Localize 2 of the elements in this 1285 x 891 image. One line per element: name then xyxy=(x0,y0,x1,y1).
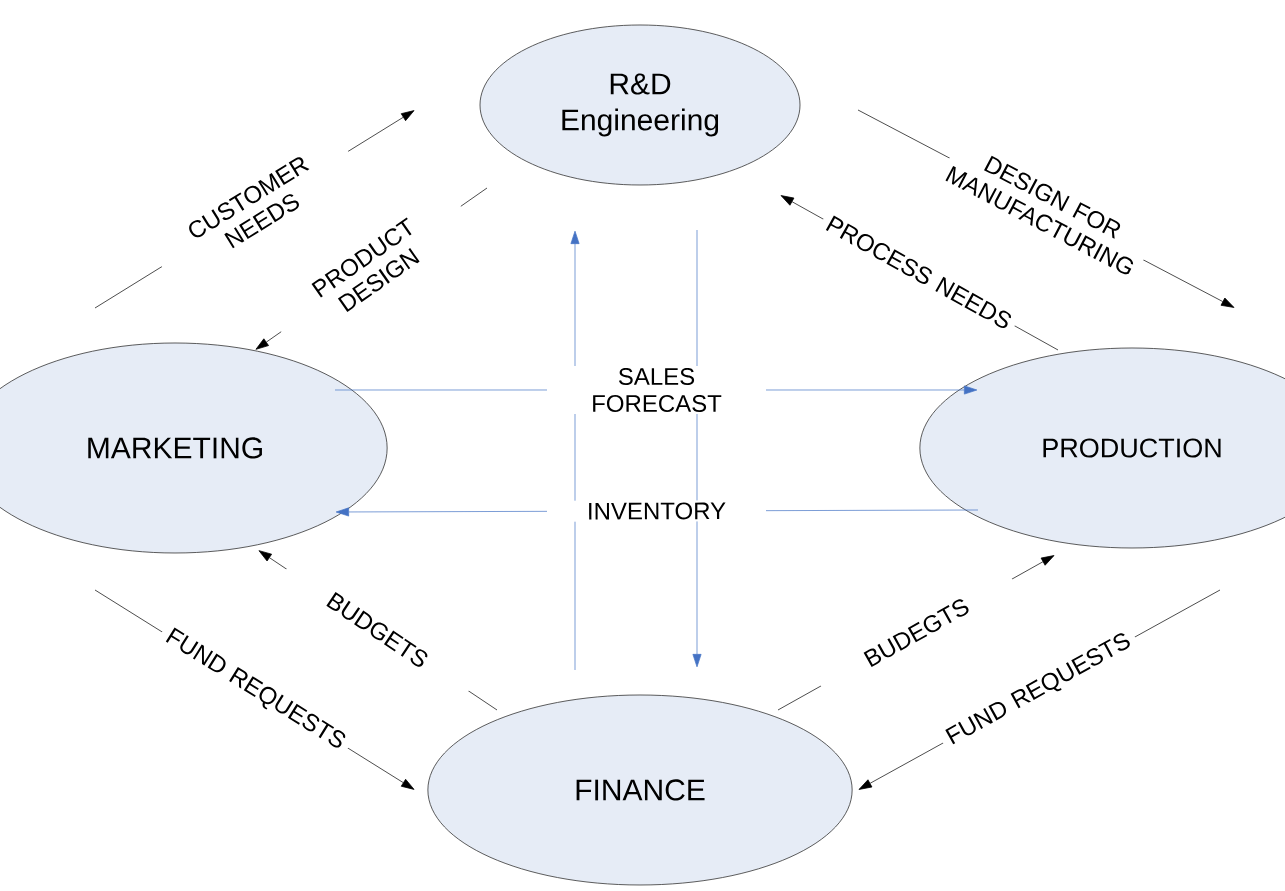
edge-label: SALES FORECAST xyxy=(547,366,766,414)
edge-label: INVENTORY xyxy=(547,500,767,522)
